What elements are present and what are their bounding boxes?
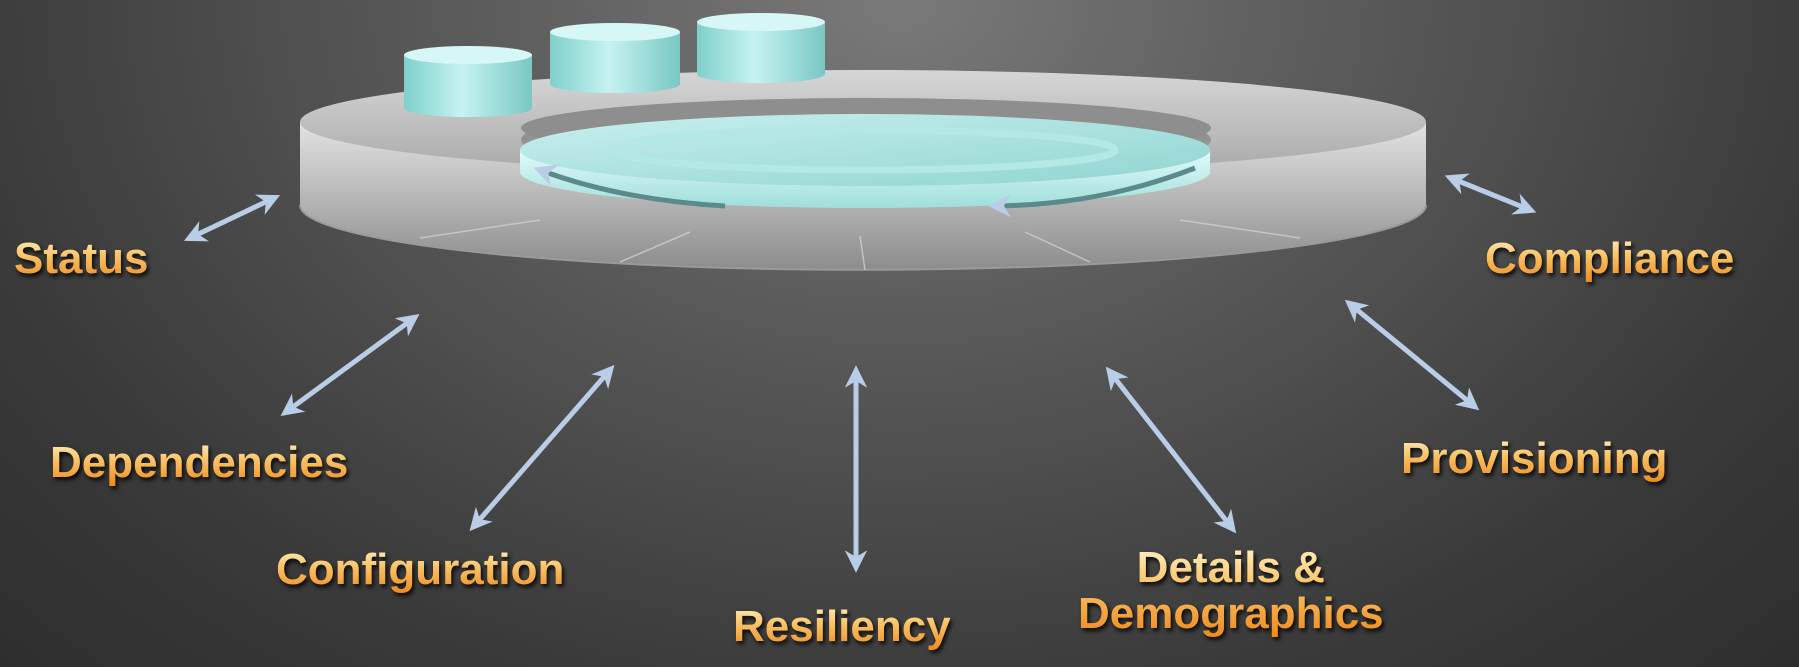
status-arrow-icon xyxy=(183,194,281,242)
resiliency-label: Resiliency xyxy=(733,602,951,651)
dependencies-arrow-icon xyxy=(280,314,420,416)
provisioning-arrow-icon xyxy=(1344,299,1480,411)
provisioning-label: Provisioning xyxy=(1401,434,1668,483)
database-cylinder-icon xyxy=(697,13,825,83)
dependencies-label: Dependencies xyxy=(50,438,349,487)
configuration-label: Configuration xyxy=(276,545,565,594)
status-label: Status xyxy=(14,234,149,283)
details-label-line1: Details & xyxy=(1136,543,1325,592)
configuration-arrow-icon xyxy=(469,364,615,532)
details-label-line2: Demographics xyxy=(1078,589,1384,639)
details-demographics-label: Details & Demographics xyxy=(1078,545,1384,637)
compliance-label: Compliance xyxy=(1485,234,1735,283)
compliance-arrow-icon xyxy=(1444,173,1537,215)
database-cylinder-icon xyxy=(550,23,680,93)
cycle-ring-icon xyxy=(520,114,1210,218)
database-cylinder-icon xyxy=(404,46,532,117)
details-arrow-icon xyxy=(1105,366,1237,534)
